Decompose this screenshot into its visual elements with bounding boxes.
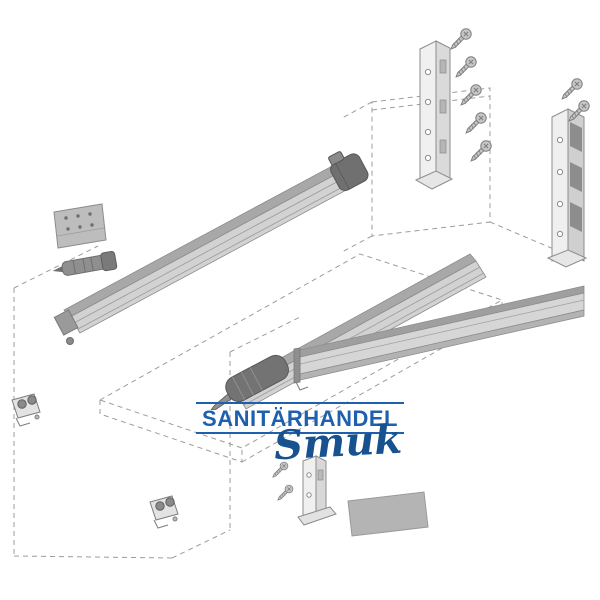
screw-icon — [274, 483, 295, 504]
screw-icon — [451, 54, 479, 82]
rear-fixing-bracket-right — [546, 108, 588, 268]
coupling-shaft — [52, 250, 118, 276]
screw-icon — [456, 82, 484, 110]
front-fixing-bracket-lower — [149, 495, 179, 529]
screw-icon — [446, 26, 474, 54]
left-drawer-runner — [53, 151, 369, 345]
screw-icon — [461, 110, 489, 138]
screw-icon — [466, 138, 494, 166]
drawer-side-rail — [293, 285, 585, 391]
watermark-script: Smuk — [272, 415, 404, 470]
watermark: SANITÄRHANDEL Smuk — [0, 402, 600, 469]
front-fixing-bracket-left — [11, 393, 41, 427]
rear-fixing-bracket-left — [414, 40, 454, 190]
drilling-template — [53, 203, 107, 249]
screw-icon — [557, 76, 585, 104]
watermark-title: SANITÄRHANDEL — [196, 402, 404, 435]
front-bracket-center — [297, 455, 337, 526]
cover-cap-panel — [347, 491, 429, 537]
